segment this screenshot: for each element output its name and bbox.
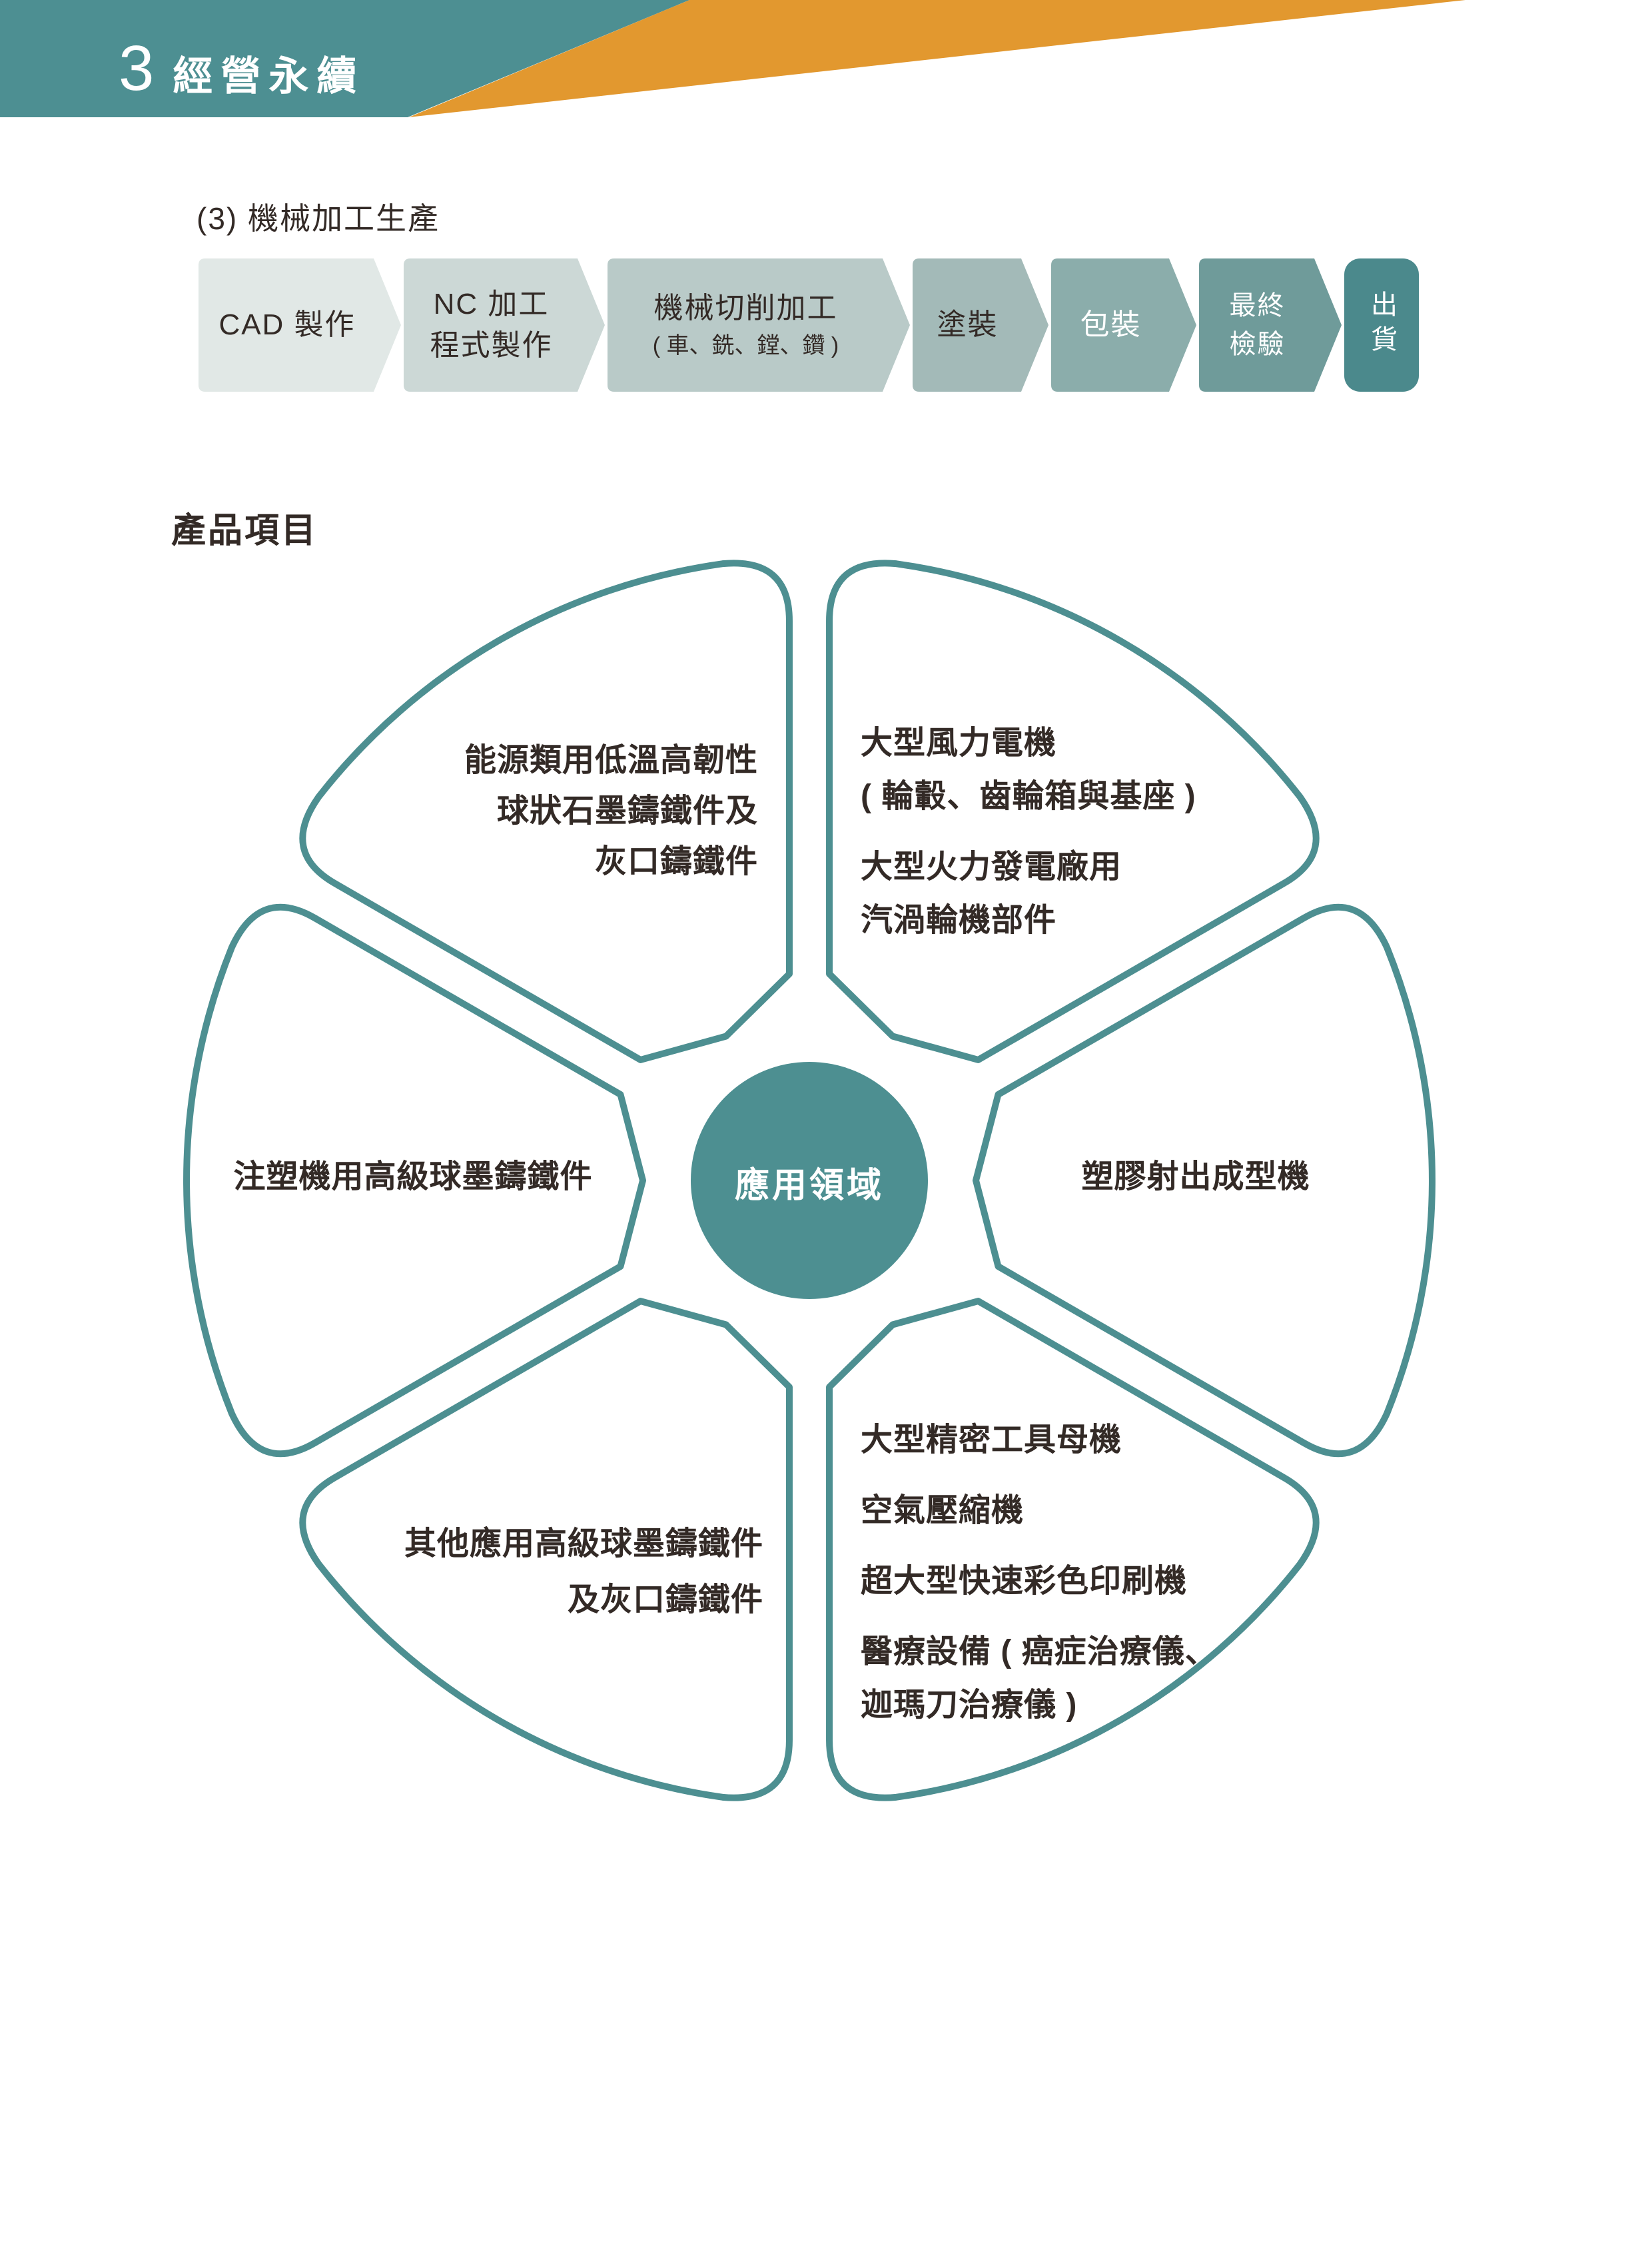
petal-outline-upper-right	[826, 560, 1320, 1063]
petal-outline-right	[973, 903, 1436, 1458]
petal-text-line: 及灰口鑄鐵件	[567, 1582, 763, 1617]
stage-label-shipping: 出貨	[1344, 258, 1419, 392]
petal-text-line: 球狀石墨鑄鐵件及	[496, 793, 758, 829]
chapter-title: 3 經營永續	[119, 32, 364, 105]
stage-shape-packing	[1051, 258, 1196, 392]
petal-top-left: 能源類用低溫高韌性 球狀石墨鑄鐵件及 灰口鑄鐵件	[252, 735, 758, 887]
stage-label-inspection: 最終 檢驗	[1199, 258, 1316, 392]
petal-text-line: 醫療設備 ( 癌症治療儀、	[861, 1634, 1218, 1669]
petal-outline-left	[183, 903, 646, 1458]
petal-text-line: 空氣壓縮機	[861, 1493, 1025, 1528]
stage-shape-nc	[404, 258, 605, 392]
header-banner	[0, 0, 1465, 117]
stage-shape-inspection	[1199, 258, 1342, 392]
stage-label-line: 出貨	[1367, 290, 1396, 360]
application-areas-diagram	[183, 560, 1436, 1801]
stage-label-line: NC 加工	[433, 288, 550, 320]
stage-shape-cutting	[608, 258, 910, 392]
stage-label-line: 塗裝	[937, 308, 999, 341]
petal-text-line: 灰口鑄鐵件	[594, 844, 758, 879]
products-heading: 產品項目	[171, 512, 318, 550]
petal-bottom-left: 其他應用高級球墨鑄鐵件 及灰口鑄鐵件	[257, 1516, 763, 1628]
stage-label-line: 檢驗	[1229, 330, 1286, 359]
stage-label-line: 機械切削加工	[653, 292, 838, 324]
petal-text-line: ( 輪轂、齒輪箱與基座 )	[861, 779, 1196, 814]
section-heading: (3) 機械加工生產	[197, 201, 440, 236]
petal-text-line: 能源類用低溫高韌性	[464, 743, 758, 778]
stage-label-line: 包裝	[1080, 308, 1142, 341]
center-label: 應用領域	[734, 1166, 884, 1205]
center-circle	[691, 1062, 928, 1299]
stage-sublabel-line: ( 車、銑、鏜、鑽 )	[652, 333, 839, 358]
chapter-number: 3	[119, 33, 156, 104]
stage-label-line: 最終	[1229, 291, 1286, 320]
petal-text-line: 迦瑪刀治療儀 )	[861, 1687, 1078, 1723]
petal-text-line: 大型火力發電廠用	[861, 849, 1122, 885]
petal-text-line: 大型精密工具母機	[861, 1422, 1122, 1458]
header-orange-shape	[409, 0, 1465, 117]
stage-shape-shipping	[1344, 258, 1419, 392]
stage-shape-cad	[199, 258, 401, 392]
petal-text-line: 其他應用高級球墨鑄鐵件	[404, 1526, 763, 1562]
petal-bottom-right: 大型精密工具母機 空氣壓縮機 超大型快速彩色印刷機 醫療設備 ( 癌症治療儀、 …	[861, 1414, 1327, 1732]
petal-outline-lower-left	[299, 1298, 793, 1801]
stage-label-painting: 塗裝	[913, 258, 1023, 392]
petal-text-line: 超大型快速彩色印刷機	[861, 1564, 1188, 1599]
petal-top-right: 大型風力電機 ( 輪轂、齒輪箱與基座 ) 大型火力發電廠用 汽渦輪機部件	[861, 717, 1327, 947]
petal-text-line: 汽渦輪機部件	[861, 903, 1057, 938]
header-teal-shape	[0, 0, 689, 117]
petal-outline-upper-left	[299, 560, 793, 1063]
petal-text-line: 大型風力電機	[861, 725, 1057, 761]
stage-label-cutting: 機械切削加工 ( 車、銑、鏜、鑽 )	[608, 258, 884, 392]
stage-label-line: CAD 製作	[218, 308, 356, 341]
petal-outline-lower-right	[826, 1298, 1320, 1801]
stage-shape-painting	[913, 258, 1048, 392]
chapter-title-text: 經營永續	[173, 54, 365, 99]
process-flow-diagram	[199, 258, 1419, 392]
petal-text-line: 塑膠射出成型機	[1081, 1159, 1310, 1194]
petal-left: 注塑機用高級球墨鑄鐵件	[187, 1150, 639, 1204]
petal-text-line: 注塑機用高級球墨鑄鐵件	[233, 1159, 593, 1194]
stage-label-cad: CAD 製作	[199, 258, 376, 392]
stage-label-nc: NC 加工 程式製作	[404, 258, 579, 392]
stage-label-packing: 包裝	[1051, 258, 1170, 392]
petal-right: 塑膠射出成型機	[959, 1150, 1432, 1204]
stage-label-line: 程式製作	[430, 329, 553, 362]
